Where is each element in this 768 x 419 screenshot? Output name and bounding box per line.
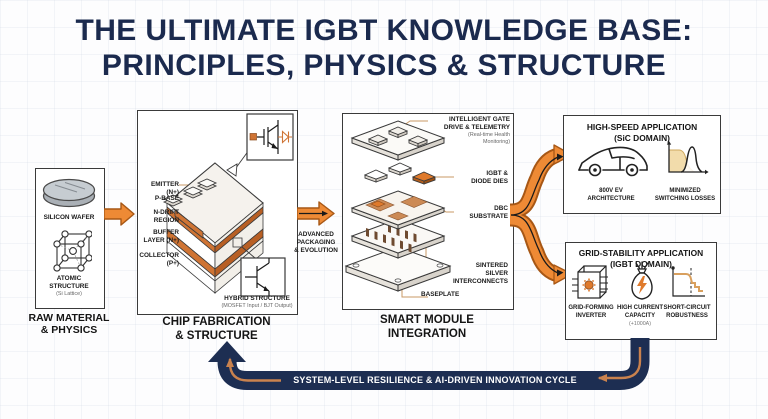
module-label-gate-drive: INTELLIGENT GATE DRIVE & TELEMETRY (Real… bbox=[443, 116, 510, 145]
feedback-loop-label: SYSTEM-LEVEL RESILIENCE & AI-DRIVEN INNO… bbox=[293, 375, 577, 385]
layer-label-pbase: P-BASE bbox=[154, 195, 179, 202]
switching-losses-label: MINIMIZED SWITCHING LOSSES bbox=[654, 188, 716, 202]
ev-architecture-label: 800V EV ARCHITECTURE bbox=[587, 188, 635, 202]
flow-arrow-raw-to-chip bbox=[104, 202, 135, 226]
page-title-line1: THE ULTIMATE IGBT KNOWLEDGE BASE: bbox=[75, 14, 693, 47]
page-title-line2: PRINCIPLES, PHYSICS & STRUCTURE bbox=[101, 48, 667, 82]
page-title: THE ULTIMATE IGBT KNOWLEDGE BASE: PRINCI… bbox=[0, 14, 768, 84]
module-label-dies: IGBT & DIODE DIES bbox=[471, 170, 508, 185]
layer-label-ndrift: N-DRIFT REGION bbox=[153, 209, 179, 224]
switching-loss-chart-icon bbox=[666, 141, 709, 175]
high-speed-title: HIGH-SPEED APPLICATION (SiC DOMAIN) bbox=[586, 122, 698, 143]
grid-forming-inverter-icon bbox=[572, 265, 608, 299]
layer-label-buffer: BUFFER LAYER (N+) bbox=[143, 229, 179, 244]
smart-module-caption: SMART MODULE INTEGRATION bbox=[380, 314, 474, 340]
high-current-capacity-icon bbox=[631, 261, 653, 300]
grid-forming-inverter-label: GRID-FORMING INVERTER bbox=[568, 305, 614, 319]
chip-fabrication-caption: CHIP FABRICATION & STRUCTURE bbox=[162, 316, 271, 342]
module-label-dbc: DBC SUBSTRATE bbox=[469, 205, 508, 220]
flow-arrow-chip-to-module bbox=[297, 201, 335, 226]
atomic-structure-sublabel: (Si Lattice) bbox=[56, 291, 82, 297]
layer-label-emitter: EMITTER (N+) bbox=[150, 181, 179, 196]
atomic-structure-label: ATOMIC STRUCTURE (Si Lattice) bbox=[35, 275, 103, 298]
module-label-sinter: SINTERED SILVER INTERCONNECTS bbox=[452, 262, 508, 285]
silicon-wafer-icon bbox=[42, 178, 96, 208]
ev-car-icon bbox=[578, 146, 648, 177]
grid-stability-title: GRID-STABILITY APPLICATION (IGBT DOMAIN) bbox=[578, 248, 704, 269]
feedback-loop-arrow bbox=[208, 338, 650, 390]
packaging-arrow-label: ADVANCED PACKAGING & EVOLUTION bbox=[294, 231, 338, 254]
chip-3d-diagram bbox=[162, 113, 294, 297]
atomic-lattice-icon bbox=[53, 230, 92, 272]
short-circuit-robustness-icon bbox=[671, 266, 705, 297]
high-current-capacity-label: HIGH CURRENT CAPACITY (+1000A) bbox=[617, 305, 663, 327]
layer-label-collector: COLLECTOR (P+) bbox=[139, 252, 179, 267]
fork-arrow-module-to-apps bbox=[510, 144, 573, 285]
short-circuit-robustness-label: SHORT-CIRCUIT ROBUSTNESS bbox=[663, 305, 711, 319]
silicon-wafer-label: SILICON WAFER bbox=[43, 214, 95, 221]
raw-material-caption: RAW MATERIAL & PHYSICS bbox=[28, 312, 110, 337]
module-label-baseplate: BASEPLATE bbox=[421, 291, 460, 298]
hybrid-structure-label: HYBRID STRUCTURE (MOSFET Input / BJT Out… bbox=[221, 295, 293, 309]
exploded-module-diagram bbox=[344, 120, 454, 298]
